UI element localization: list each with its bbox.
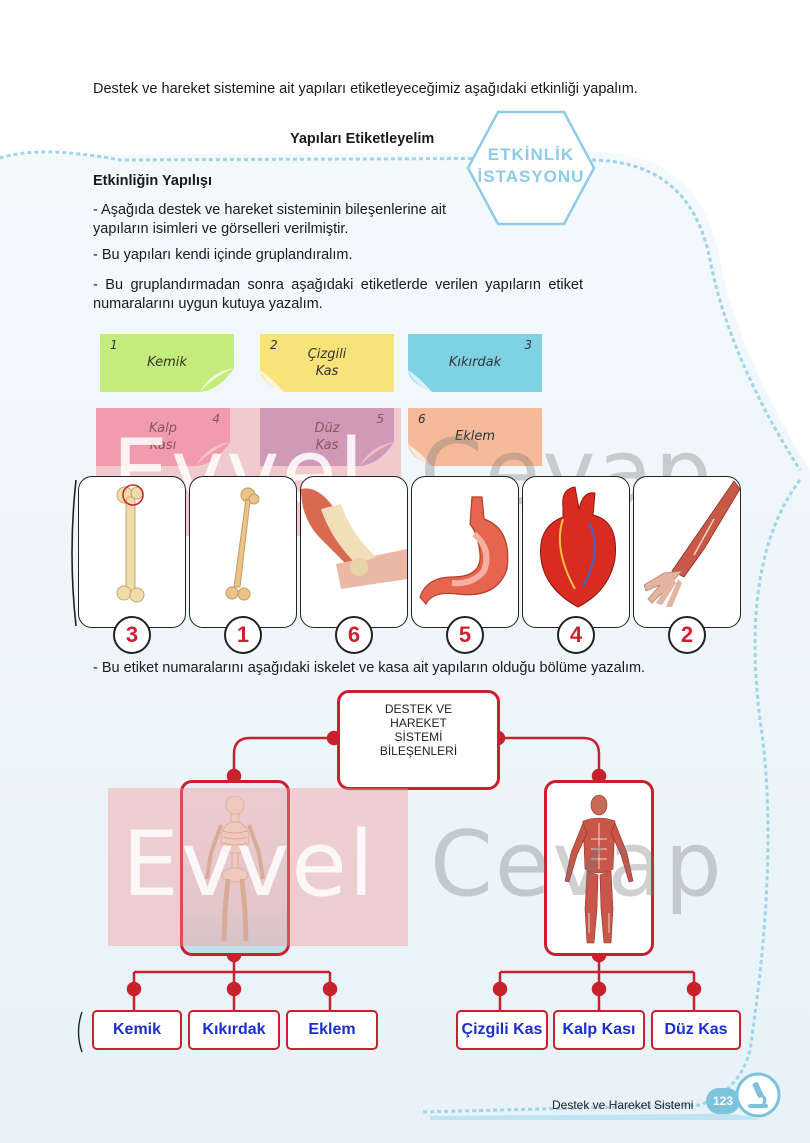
watermark-right-bottom: Cevap	[430, 812, 724, 917]
root-line3: SİSTEMİ	[394, 730, 443, 744]
activity-station-badge: ETKİNLİK İSTASYONU	[464, 108, 598, 228]
label-cizgili-kas: Çizgili Kas	[456, 1010, 548, 1050]
step-2: - Bu yapıları kendi içinde gruplandıralı…	[93, 247, 353, 263]
note-label-line1: Kemik	[147, 355, 187, 370]
bracket-bottom-left	[77, 1011, 83, 1053]
structure-card-1	[78, 476, 186, 628]
root-line2: HAREKET	[390, 716, 447, 730]
microscope-icon	[735, 1072, 781, 1118]
note-paper-icon	[260, 334, 394, 392]
hexagon-badge-icon	[466, 110, 596, 226]
bone-icon	[225, 487, 260, 601]
structure-card-6	[633, 476, 741, 628]
answer-circle-2[interactable]: 1	[224, 616, 262, 654]
answer-circle-1[interactable]: 3	[113, 616, 151, 654]
skeleton-icon	[205, 795, 265, 942]
step-3: - Bu gruplandırmadan sonra aşağıdaki eti…	[93, 277, 583, 312]
note-label-line2: Kas	[315, 438, 339, 453]
note-label-line2: Kası	[149, 438, 177, 453]
note-paper-icon	[96, 408, 230, 466]
note-label-line1: Eklem	[454, 429, 495, 444]
instruction-2: - Bu etiket numaralarını aşağıdaki iskel…	[93, 660, 646, 676]
structure-card-2	[189, 476, 297, 628]
note-number: 4	[212, 412, 220, 426]
note-number: 2	[270, 338, 278, 352]
intro-text: Destek ve hareket sistemine ait yapıları…	[93, 81, 638, 97]
note-paper-icon	[408, 334, 542, 392]
structure-card-3	[300, 476, 408, 628]
label-kikirdak: Kıkırdak	[188, 1010, 280, 1050]
cartilage-bone-icon	[116, 484, 145, 603]
structure-card-5	[522, 476, 630, 628]
watermark-box-bottom	[108, 788, 408, 946]
step-1: - Aşağıda destek ve hareket sisteminin b…	[93, 202, 447, 237]
note-label-line1: Düz	[314, 421, 340, 436]
answer-circle-4[interactable]: 5	[446, 616, 484, 654]
note-number: 3	[524, 338, 532, 352]
page-number: 123	[706, 1088, 740, 1114]
activity-title: Yapıları Etiketleyelim	[290, 131, 435, 147]
root-line4: BİLEŞENLERİ	[379, 744, 458, 758]
label-kemik: Kemik	[92, 1010, 182, 1050]
note-number: 6	[418, 412, 426, 426]
badge-line2: İSTASYONU	[477, 167, 585, 186]
structure-card-4	[411, 476, 519, 628]
muscle-body-icon	[564, 794, 634, 944]
watermark-left-bottom: Evvel	[122, 812, 376, 917]
answer-circle-3[interactable]: 6	[335, 616, 373, 654]
footer-text: Destek ve Hareket Sistemi	[552, 1098, 694, 1112]
note-label-line2: Kas	[315, 364, 339, 379]
root-line1: DESTEK VE	[384, 702, 453, 716]
badge-line1: ETKİNLİK	[487, 145, 575, 164]
note-label-line1: Kalp	[149, 421, 177, 436]
bracket-left	[71, 479, 77, 627]
label-kalp-kasi: Kalp Kası	[553, 1010, 645, 1050]
label-duz-kas: Düz Kas	[651, 1010, 741, 1050]
skeleton-box	[180, 780, 290, 956]
note-paper-icon	[408, 408, 542, 466]
muscle-box	[544, 780, 654, 956]
arm-muscle-icon	[643, 480, 740, 607]
note-paper-icon	[260, 408, 394, 466]
stomach-icon	[419, 496, 509, 606]
answer-circle-5[interactable]: 4	[557, 616, 595, 654]
elbow-joint-icon	[301, 488, 407, 589]
answer-circle-6[interactable]: 2	[668, 616, 706, 654]
note-number: 5	[376, 412, 384, 426]
how-heading: Etkinliğin Yapılışı	[93, 173, 212, 189]
note-label-line1: Çizgili	[307, 347, 347, 362]
note-paper-icon	[100, 334, 234, 392]
note-number: 1	[110, 338, 118, 352]
tree-root-box: DESTEK VE HAREKET SİSTEMİ BİLEŞENLERİ	[337, 690, 500, 790]
note-label-line1: Kıkırdak	[448, 355, 502, 370]
heart-icon	[539, 486, 617, 608]
label-eklem: Eklem	[286, 1010, 378, 1050]
